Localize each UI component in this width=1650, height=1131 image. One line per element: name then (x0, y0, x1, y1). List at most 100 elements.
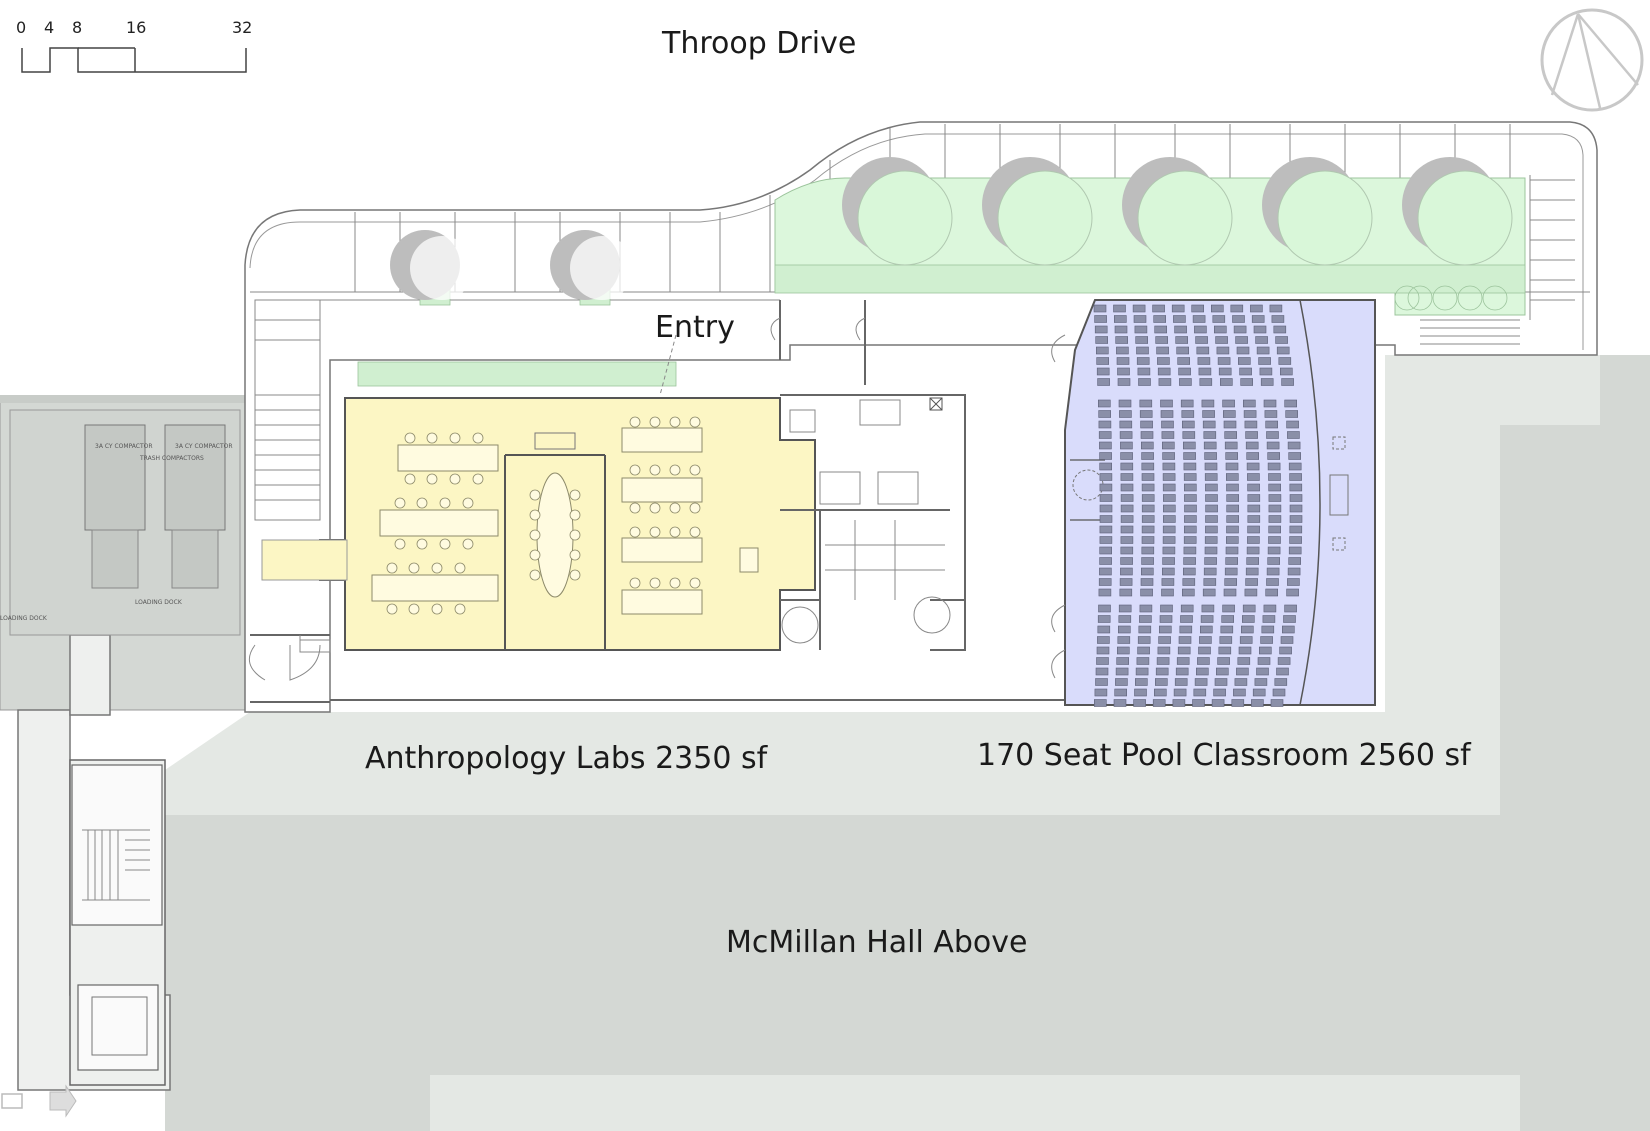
seat (1201, 604, 1215, 613)
seat (1211, 699, 1225, 707)
seat (1097, 625, 1111, 634)
seat (1251, 699, 1264, 707)
seat (1136, 657, 1150, 665)
seat (1183, 567, 1196, 576)
seat (1192, 315, 1206, 323)
seat (1113, 304, 1126, 313)
seat (1286, 420, 1299, 429)
seat (1267, 452, 1280, 460)
seat (1119, 588, 1133, 597)
seat (1114, 315, 1127, 323)
seat (1225, 452, 1238, 460)
seat (1204, 546, 1218, 555)
seat (1277, 657, 1291, 665)
seat (1120, 462, 1134, 471)
seat (1158, 636, 1171, 644)
seat (1196, 346, 1210, 355)
seat (1141, 557, 1154, 565)
seat (1215, 336, 1228, 344)
seat (1245, 578, 1258, 586)
seat (1162, 557, 1175, 565)
seat (1224, 441, 1238, 450)
seat (1217, 357, 1231, 365)
compactor-label-2: 3A CY COMPACTOR (175, 443, 233, 450)
seat (1245, 567, 1259, 576)
seat (1269, 304, 1283, 313)
seat (1196, 667, 1209, 676)
seat (1226, 536, 1239, 544)
seat (1099, 546, 1112, 555)
seat (1276, 346, 1290, 355)
seat (1141, 567, 1154, 576)
seat (1199, 378, 1213, 386)
seat (1120, 473, 1134, 481)
conference-table (529, 432, 581, 598)
seat (1180, 604, 1194, 613)
seat (1120, 557, 1133, 565)
seat (1213, 688, 1226, 697)
seat (1141, 536, 1155, 544)
seat (1099, 536, 1113, 544)
seat (1203, 431, 1217, 439)
seat (1183, 536, 1197, 544)
seat (1252, 688, 1266, 697)
seat (1197, 357, 1211, 365)
seat (1280, 367, 1293, 376)
seat (1247, 494, 1261, 502)
seat (1265, 420, 1278, 429)
seat (1205, 525, 1218, 534)
seat (1289, 483, 1303, 492)
seat (1254, 678, 1268, 686)
seat (1289, 515, 1303, 523)
seat (1114, 325, 1128, 334)
seat (1289, 536, 1302, 544)
seat (1096, 646, 1110, 655)
seat (1247, 473, 1260, 481)
seat (1286, 588, 1299, 597)
seat (1096, 357, 1109, 365)
seat (1184, 504, 1197, 513)
seat (1161, 420, 1174, 429)
seat (1287, 578, 1300, 586)
seat (1289, 494, 1303, 502)
seat (1116, 657, 1129, 665)
classroom-label: 170 Seat Pool Classroom 2560 sf (977, 738, 1472, 773)
lab-desks-west (371, 432, 499, 615)
seat (1139, 604, 1153, 613)
seat (1119, 578, 1133, 586)
seat (1182, 588, 1195, 597)
seat (1201, 399, 1215, 408)
seat (1240, 378, 1253, 386)
mcmillan-label: McMillan Hall Above (726, 925, 1027, 960)
seat (1232, 315, 1245, 323)
seat (1137, 367, 1151, 376)
seat (1262, 615, 1276, 623)
seat (1176, 346, 1189, 355)
seat (1120, 452, 1133, 460)
seat (1194, 325, 1207, 334)
seat (1256, 667, 1269, 676)
seat (1140, 431, 1154, 439)
seat (1133, 315, 1147, 323)
trash-label: TRASH COMPACTORS (139, 455, 204, 462)
seat (1242, 604, 1256, 613)
seat (1139, 399, 1153, 408)
seat (1154, 688, 1167, 697)
seat (1138, 625, 1152, 634)
seat (1288, 546, 1302, 555)
seat (1171, 304, 1185, 313)
seat (1093, 304, 1107, 313)
seat (1180, 615, 1193, 623)
seat (1268, 525, 1281, 534)
seat (1162, 525, 1176, 534)
seat (1289, 504, 1303, 513)
seat (1226, 473, 1239, 481)
seat (1183, 462, 1197, 471)
seat (1233, 325, 1247, 334)
seat (1137, 636, 1151, 644)
seat (1247, 525, 1260, 534)
seat (1216, 346, 1230, 355)
seat (1174, 325, 1187, 334)
seat (1120, 441, 1133, 450)
seat (1225, 546, 1239, 555)
